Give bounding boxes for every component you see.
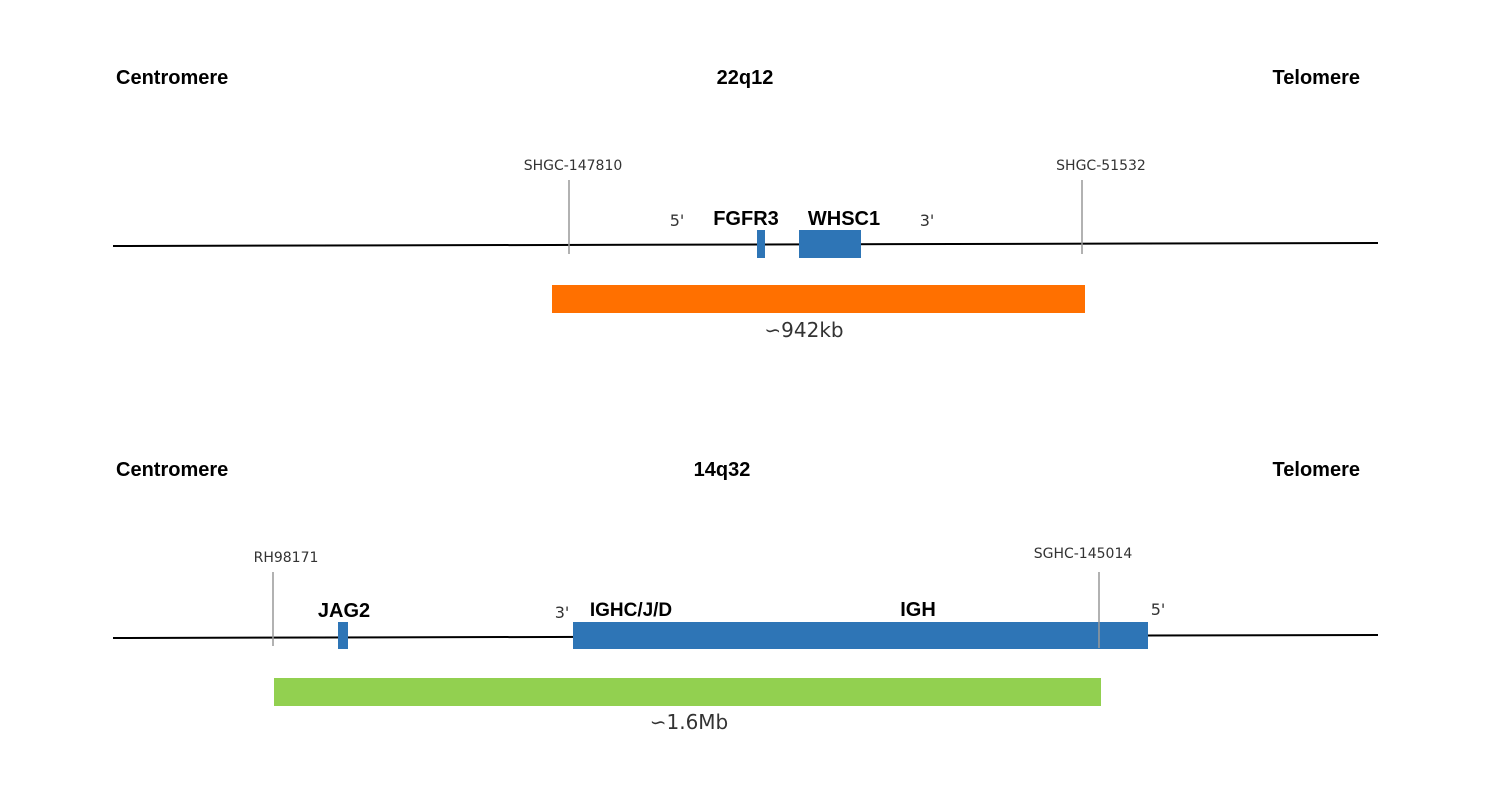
centromere-label: Centromere	[116, 67, 228, 89]
gene-label-ighc-j-d: IGHC/J/D	[590, 600, 672, 621]
gene-jag2	[338, 622, 348, 649]
marker-label-sghc-145014: SGHC-145014	[1034, 546, 1133, 562]
gene-label-igh: IGH	[900, 599, 936, 621]
gene-label-whsc1: WHSC1	[808, 208, 880, 230]
strand-3-prime: 3'	[555, 603, 570, 622]
marker-label-shgc-147810: SHGC-147810	[524, 158, 623, 174]
probe-bar-orange	[552, 285, 1085, 313]
probe-size-label: ∽1.6Mb	[650, 710, 729, 734]
panel-14q32: Centromere 14q32 Telomere JAG2 IGHC/J/D …	[112, 459, 1379, 734]
centromere-label: Centromere	[116, 459, 228, 481]
telomere-label: Telomere	[1273, 67, 1360, 89]
gene-fgfr3	[757, 230, 765, 258]
probe-size-label: ∽942kb	[764, 318, 843, 342]
strand-5-prime: 5'	[670, 211, 685, 230]
chromosome-line	[112, 242, 1379, 247]
region-label: 22q12	[717, 67, 774, 89]
strand-5-prime: 5'	[1151, 600, 1166, 619]
panel-22q12: Centromere 22q12 Telomere SHGC-147810 SH…	[112, 67, 1379, 342]
gene-whsc1	[799, 230, 861, 258]
marker-label-shgc-51532: SHGC-51532	[1056, 158, 1146, 174]
region-label: 14q32	[694, 459, 751, 481]
gene-igh	[573, 622, 1148, 649]
probe-bar-green	[274, 678, 1101, 706]
strand-3-prime: 3'	[920, 211, 935, 230]
telomere-label: Telomere	[1273, 459, 1360, 481]
marker-label-rh98171: RH98171	[254, 550, 319, 566]
gene-label-fgfr3: FGFR3	[713, 208, 779, 230]
gene-label-jag2: JAG2	[318, 600, 370, 622]
